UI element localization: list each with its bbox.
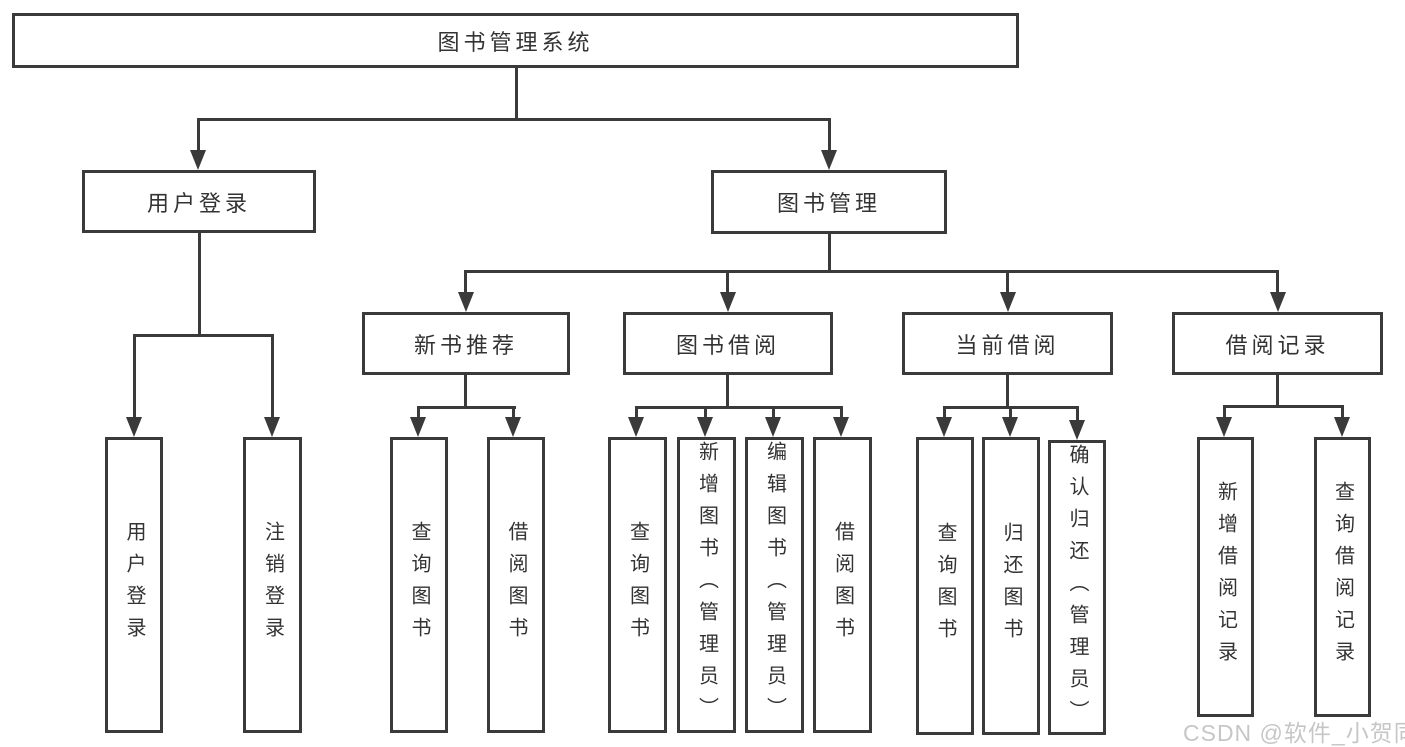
- connector-line: [840, 406, 843, 421]
- connector-line: [417, 406, 420, 421]
- connector-line: [133, 334, 274, 337]
- arrow-down-icon: [765, 417, 781, 437]
- node-new-book-recommend: 新书推荐: [362, 312, 570, 375]
- leaf-query-books: 查询图书: [390, 437, 448, 733]
- connector-line: [1223, 405, 1344, 408]
- arrow-down-icon: [1334, 417, 1350, 437]
- leaf-borrow-books: 借阅图书: [813, 437, 872, 733]
- connector-line: [828, 118, 831, 154]
- connector-line: [515, 68, 518, 119]
- node-label: 查询图书: [626, 521, 649, 649]
- node-book-management: 图书管理: [711, 170, 947, 234]
- connector-line: [1076, 406, 1079, 424]
- node-label: 图书借阅: [675, 332, 780, 358]
- node-label: 确认归还（管理员）: [1066, 443, 1088, 732]
- node-book-borrow: 图书借阅: [623, 312, 833, 375]
- connector-line: [1006, 270, 1009, 296]
- node-label: 用户登录: [123, 521, 145, 649]
- connector-line: [464, 270, 1279, 273]
- connector-line: [1341, 405, 1344, 421]
- leaf-return-books: 归还图书: [982, 437, 1040, 735]
- connector-line: [271, 334, 274, 420]
- connector-line: [198, 233, 201, 337]
- arrow-down-icon: [190, 150, 206, 170]
- connector-line: [464, 270, 467, 296]
- arrow-down-icon: [697, 417, 713, 437]
- node-borrow-record: 借阅记录: [1172, 312, 1383, 375]
- connector-line: [512, 406, 515, 421]
- leaf-query-books: 查询图书: [608, 437, 667, 733]
- connector-line: [1006, 375, 1009, 409]
- arrow-down-icon: [628, 417, 644, 437]
- connector-line: [772, 406, 775, 421]
- node-label: 借阅图书: [831, 521, 854, 649]
- arrow-down-icon: [458, 292, 474, 312]
- node-label: 新增借阅记录: [1214, 481, 1237, 673]
- arrow-down-icon: [936, 417, 952, 437]
- leaf-edit-book-admin: 编辑图书（管理员）: [745, 437, 804, 733]
- connector-line: [197, 118, 200, 154]
- leaf-query-borrow-record: 查询借阅记录: [1314, 437, 1371, 717]
- node-label: 查询图书: [408, 521, 430, 649]
- connector-line: [943, 406, 946, 421]
- node-label: 新书推荐: [413, 332, 518, 358]
- node-current-borrow: 当前借阅: [902, 312, 1113, 375]
- connector-line: [1009, 406, 1012, 421]
- arrow-down-icon: [1270, 292, 1286, 312]
- connector-line: [704, 406, 707, 421]
- leaf-query-books: 查询图书: [916, 437, 974, 735]
- node-label: 查询借阅记录: [1331, 481, 1354, 673]
- leaf-user-login: 用户登录: [105, 437, 163, 733]
- leaf-logout: 注销登录: [243, 437, 302, 733]
- connector-line: [828, 234, 831, 273]
- connector-line: [197, 118, 831, 121]
- csdn-watermark: CSDN @软件_小贺同学: [1183, 720, 1405, 746]
- arrow-down-icon: [833, 417, 849, 437]
- connector-line: [1276, 375, 1279, 408]
- node-label: 注销登录: [261, 521, 284, 649]
- arrow-down-icon: [720, 292, 736, 312]
- connector-line: [464, 375, 467, 409]
- connector-line: [726, 270, 729, 296]
- arrow-down-icon: [410, 417, 426, 437]
- arrow-down-icon: [505, 417, 521, 437]
- leaf-add-book-admin: 新增图书（管理员）: [677, 437, 736, 733]
- arrow-down-icon: [821, 150, 837, 170]
- connector-line: [635, 406, 843, 409]
- connector-line: [1276, 270, 1279, 296]
- arrow-down-icon: [264, 417, 280, 437]
- node-label: 查询图书: [934, 522, 956, 650]
- connector-line: [635, 406, 638, 421]
- leaf-borrow-books: 借阅图书: [487, 437, 545, 733]
- leaf-confirm-return-admin: 确认归还（管理员）: [1048, 440, 1106, 735]
- node-label: 用户登录: [146, 190, 251, 216]
- node-user-login: 用户登录: [82, 170, 316, 233]
- arrow-down-icon: [1069, 420, 1085, 440]
- node-label: 编辑图书（管理员）: [763, 441, 786, 729]
- node-label: 图书管理: [776, 191, 881, 216]
- node-root-library-system: 图书管理系统: [12, 13, 1019, 68]
- node-label: 借阅记录: [1225, 332, 1330, 358]
- arrow-down-icon: [1002, 417, 1018, 437]
- node-label: 当前借阅: [955, 332, 1060, 358]
- node-label: 归还图书: [1000, 522, 1022, 650]
- arrow-down-icon: [1000, 292, 1016, 312]
- connector-line: [417, 406, 516, 409]
- arrow-down-icon: [1216, 417, 1232, 437]
- connector-line: [133, 334, 136, 420]
- leaf-add-borrow-record: 新增借阅记录: [1197, 437, 1254, 717]
- arrow-down-icon: [126, 417, 142, 437]
- connector-line: [1223, 405, 1226, 421]
- connector-line: [726, 375, 729, 409]
- node-label: 图书管理系统: [437, 29, 594, 55]
- node-label: 新增图书（管理员）: [695, 441, 718, 729]
- node-label: 借阅图书: [505, 521, 527, 649]
